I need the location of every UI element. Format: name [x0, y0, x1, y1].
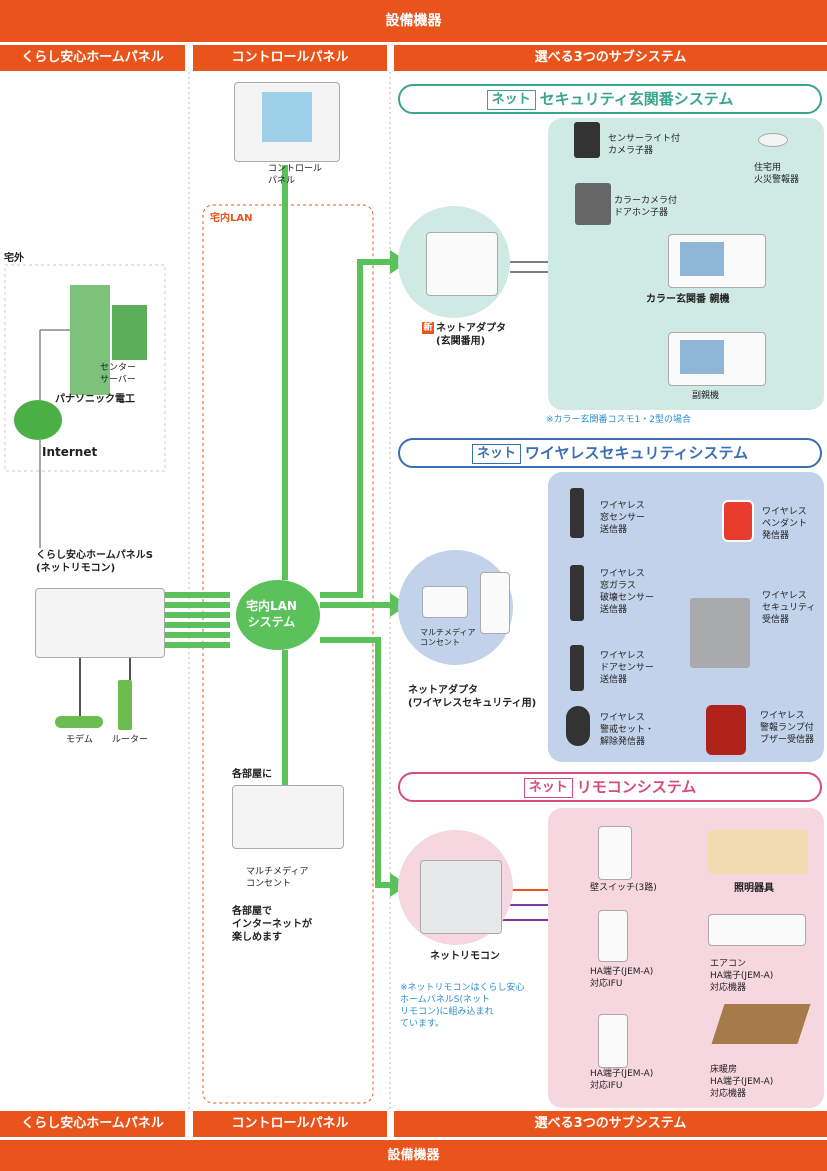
control-panel-screen: [262, 92, 312, 142]
company-label: パナソニック電工: [55, 394, 135, 405]
system-title-text: ワイヤレスセキュリティシステム: [524, 444, 749, 462]
remote-key-icon: [566, 706, 590, 746]
server-icon: [112, 305, 147, 360]
glass-sensor-icon: [570, 565, 584, 621]
globe-icon: [14, 400, 62, 440]
fire-alarm-icon: [758, 133, 788, 147]
top-title-bar: 設備機器: [0, 0, 827, 42]
alarm-lamp-label: ワイヤレス 警報ランプ付 ブザー受信器: [760, 711, 815, 745]
pendant-icon: [722, 500, 754, 542]
receiver-label: ワイヤレス セキュリティ 受信器: [762, 591, 816, 625]
door-phone-icon: [575, 183, 611, 225]
outlet-wireless-device: [422, 586, 468, 618]
system-title-wireless-security: ネットワイヤレスセキュリティシステム: [398, 438, 822, 468]
remote-key-label: ワイヤレス 警戒セット・ 解除発信器: [600, 713, 655, 747]
net-adapter-entrance-device: [426, 232, 498, 296]
internet-label: Internet: [42, 445, 98, 459]
lan-label: 宅内LAN: [210, 213, 253, 224]
router-label: ルーター: [112, 735, 149, 745]
modem-label: モデム: [66, 735, 93, 745]
floor-heating-label: 床暖房 HA端子(JEM-A) 対応機器: [710, 1065, 774, 1099]
modem-icon: [55, 716, 103, 728]
net-remocon-device: [420, 860, 502, 934]
outlet-label: マルチメディア コンセント: [246, 867, 309, 889]
net-adapter-entrance-label: ネットアダプタ (玄関番用): [436, 323, 506, 347]
new-badge: 新: [422, 322, 434, 334]
ceiling-light-icon: [708, 830, 808, 874]
each-room-label: 各部屋に: [232, 769, 272, 780]
ha-ifu-2-device: [598, 1014, 628, 1068]
wall-switch-device: [598, 826, 632, 880]
homepanel-label: くらし安心ホームパネルS (ネットリモコン): [36, 550, 153, 574]
ha-ifu-1-label: HA端子(JEM-A) 対応IFU: [590, 967, 654, 989]
window-sensor-icon: [570, 488, 584, 538]
router-icon: [118, 680, 132, 730]
ha-ifu-1-device: [598, 910, 628, 962]
net-adapter-wireless-label: ネットアダプタ (ワイヤレスセキュリティ用): [408, 685, 537, 709]
system-title-remote-control: ネットリモコンシステム: [398, 772, 822, 802]
net-tag: ネット: [471, 443, 521, 464]
sensor-camera-icon: [574, 122, 600, 158]
wireless-security-panel: [548, 472, 824, 762]
door-sensor-icon: [570, 645, 584, 691]
master-monitor-label: カラー玄関番 親機: [646, 294, 730, 305]
glass-sensor-label: ワイヤレス 窓ガラス 破壊センサー 送信器: [600, 569, 655, 615]
system-title-text: セキュリティ玄関番システム: [539, 90, 734, 108]
footer-header-subsystems: 選べる3つのサブシステム: [394, 1111, 827, 1137]
column-header-subsystems: 選べる3つのサブシステム: [394, 45, 827, 71]
outside-label: 宅外: [4, 253, 24, 264]
ceiling-light-label: 照明器具: [734, 883, 774, 894]
net-remocon-label: ネットリモコン: [430, 951, 500, 962]
building-icon: [70, 285, 110, 395]
column-header-homepanel: くらし安心ホームパネル: [0, 45, 185, 71]
lan-hub-label: 宅内LAN システム: [246, 599, 297, 629]
sub-monitor-screen: [680, 340, 724, 374]
door-sensor-label: ワイヤレス ドアセンサー 送信器: [600, 651, 654, 685]
net-tag: ネット: [523, 777, 573, 798]
aircon-icon: [708, 914, 806, 946]
alarm-lamp-icon: [706, 705, 746, 755]
window-sensor-label: ワイヤレス 窓センサー 送信器: [600, 501, 646, 535]
control-panel-label: コントロール パネル: [268, 164, 323, 186]
lan-hub: [236, 580, 320, 650]
net-tag: ネット: [486, 89, 536, 110]
outlet-wireless-label: マルチメディア コンセント: [420, 628, 476, 647]
fire-alarm-label: 住宅用 火災警報器: [754, 163, 800, 185]
footer-header-controlpanel: コントロールパネル: [193, 1111, 387, 1137]
homepanel-device: [35, 588, 165, 658]
center-server-label: センター サーバー: [100, 363, 137, 385]
bottom-title-bar: 設備機器: [0, 1140, 827, 1171]
floor-heating-icon: [711, 1004, 811, 1044]
door-phone-label: カラーカメラ付 ドアホン子器: [614, 196, 678, 218]
multimedia-outlet-device: [232, 785, 344, 849]
receiver-icon: [690, 598, 750, 668]
pendant-label: ワイヤレス ペンダント 発信器: [762, 507, 808, 541]
enjoy-text: 各部屋で インターネットが 楽しめます: [232, 906, 312, 943]
remocon-note: ※ネットリモコンはくらし安心 ホームパネルS(ネット リモコン)に組み込まれ て…: [400, 983, 525, 1029]
entrance-note: ※カラー玄関番コスモ1・2型の場合: [546, 415, 691, 425]
net-adapter-wireless-device: [480, 572, 510, 634]
system-title-text: リモコンシステム: [576, 778, 697, 796]
column-header-controlpanel: コントロールパネル: [193, 45, 387, 71]
master-monitor-screen: [680, 242, 724, 276]
sub-monitor-label: 副親機: [692, 391, 720, 401]
aircon-label: エアコン HA端子(JEM-A) 対応機器: [710, 959, 774, 993]
ha-ifu-2-label: HA端子(JEM-A) 対応IFU: [590, 1069, 654, 1091]
footer-header-homepanel: くらし安心ホームパネル: [0, 1111, 185, 1137]
sensor-camera-label: センサーライト付 カメラ子器: [608, 134, 681, 156]
system-title-security-entrance: ネットセキュリティ玄関番システム: [398, 84, 822, 114]
wall-switch-label: 壁スイッチ(3路): [590, 883, 657, 893]
